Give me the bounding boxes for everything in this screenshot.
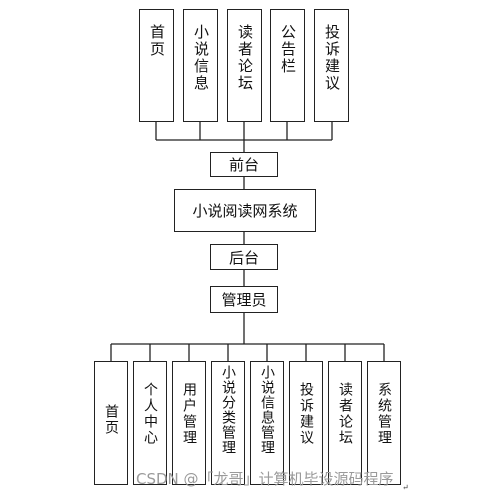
node-label: 用户管理 [181,382,197,446]
node-label: 小说信息 [192,24,210,92]
node-label: 前台 [228,156,259,174]
node-label: 投诉建议 [323,24,341,92]
node-bottom-home: 首页 [94,361,128,485]
node-bottom-user-management: 用户管理 [172,361,206,485]
node-label: 管理员 [221,291,267,309]
node-backend: 后台 [210,244,278,270]
node-bottom-system-management: 系统管理 [367,361,401,485]
node-bottom-category-management: 小说分类管理 [211,361,245,485]
node-bottom-complaints: 投诉建议 [289,361,323,485]
node-label: 小说信息管理 [259,365,275,455]
node-system: 小说阅读网系统 [174,189,316,232]
node-label: 公告栏 [279,24,297,75]
node-top-reader-forum: 读者论坛 [227,9,262,122]
node-label: 投诉建议 [298,382,314,446]
paragraph-mark: ↵ [402,483,409,492]
node-bottom-personal-center: 个人中心 [133,361,167,485]
node-top-home: 首页 [139,9,174,122]
watermark: CSDN @「龙哥」计算机毕设源码程序 [136,470,394,488]
node-top-announcements: 公告栏 [270,9,305,122]
node-label: 小说阅读网系统 [192,202,298,220]
node-label: 小说分类管理 [220,365,236,455]
node-label: 后台 [228,248,259,267]
node-bottom-reader-forum: 读者论坛 [328,361,362,485]
node-label: 首页 [103,404,119,436]
node-label: 个人中心 [142,382,158,446]
node-label: 读者论坛 [337,382,353,446]
node-label: 首页 [148,24,166,58]
node-admin: 管理员 [210,286,278,313]
node-top-complaints: 投诉建议 [314,9,349,122]
node-top-novel-info: 小说信息 [183,9,218,122]
node-frontend: 前台 [210,152,278,177]
node-label: 读者论坛 [236,24,254,92]
node-bottom-novel-management: 小说信息管理 [250,361,284,485]
node-label: 系统管理 [376,382,392,446]
